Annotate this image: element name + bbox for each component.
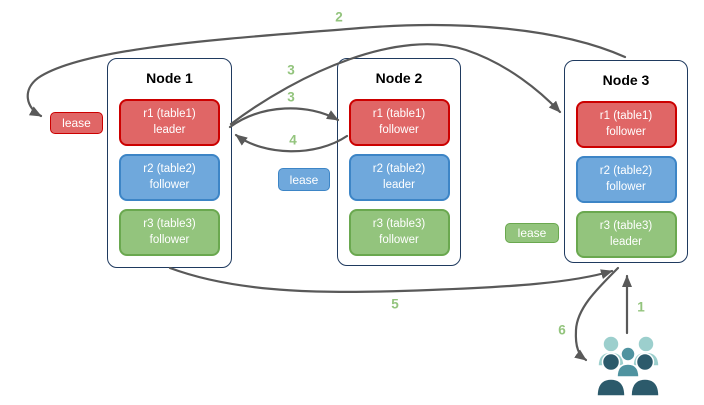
step-label-3-mid: 3: [287, 89, 295, 105]
step-label-5: 5: [391, 296, 399, 312]
step-label-4: 4: [289, 132, 297, 148]
replica-label: r1 (table1): [143, 108, 196, 121]
step-label-6: 6: [558, 322, 566, 338]
lease-badge-red: lease: [50, 112, 103, 134]
lease-badge-blue: lease: [278, 168, 330, 191]
people-group-icon: [596, 335, 660, 397]
replica-role: leader: [153, 123, 186, 136]
replica-role: follower: [149, 233, 190, 246]
step-label-3-top: 3: [287, 62, 295, 78]
replica-label: r3 (table3): [143, 218, 196, 231]
replica-label: r2 (table2): [143, 163, 196, 176]
replica-label: r1 (table1): [372, 108, 426, 121]
replica-label: r2 (table2): [372, 163, 426, 176]
node-3-title: Node 3: [602, 72, 650, 88]
replica-node3-r3: r3 (table3) leader: [575, 211, 677, 258]
node-2-box: Node 2 r1 (table1) follower r2 (table2) …: [337, 58, 461, 266]
replica-role: follower: [606, 180, 646, 193]
replica-role: follower: [149, 178, 190, 191]
replica-node1-r3: r3 (table3) follower: [119, 209, 220, 256]
replica-node2-r3: r3 (table3) follower: [348, 209, 450, 256]
replica-role: follower: [379, 233, 419, 246]
replica-node1-r2: r2 (table2) follower: [119, 154, 220, 201]
node-1-title: Node 1: [146, 70, 193, 86]
replica-node3-r2: r2 (table2) follower: [575, 156, 677, 203]
replica-role: follower: [379, 123, 419, 136]
step-label-2: 2: [335, 9, 343, 25]
replica-node2-r1: r1 (table1) follower: [348, 99, 450, 146]
replica-label: r3 (table3): [372, 218, 426, 231]
replica-label: r1 (table1): [599, 110, 653, 123]
replica-role: follower: [606, 125, 646, 138]
replica-node1-r1: r1 (table1) leader: [119, 99, 220, 146]
replica-node3-r1: r1 (table1) follower: [575, 101, 677, 148]
replica-node2-r2: r2 (table2) leader: [348, 154, 450, 201]
arrow-3-node1-to-node2: [228, 107, 340, 129]
node-3-box: Node 3 r1 (table1) follower r2 (table2) …: [564, 60, 688, 263]
arrow-5-node1-to-node3: [168, 266, 614, 294]
replica-label: r2 (table2): [599, 165, 653, 178]
step-label-1: 1: [637, 299, 645, 315]
replica-role: leader: [383, 178, 415, 191]
replica-role: leader: [610, 235, 642, 248]
lease-badge-green: lease: [505, 223, 559, 243]
node-1-box: Node 1 r1 (table1) leader r2 (table2) fo…: [107, 58, 232, 268]
node-2-title: Node 2: [375, 70, 423, 86]
replica-label: r3 (table3): [599, 220, 653, 233]
